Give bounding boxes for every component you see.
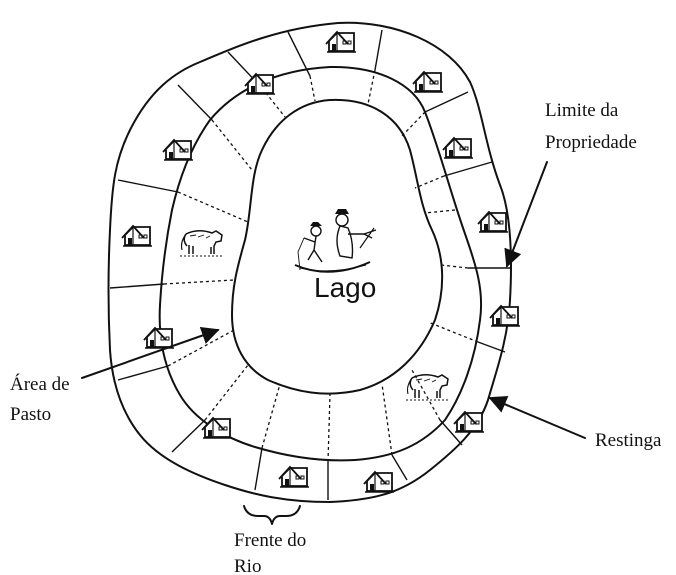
- river-front-brace: [243, 505, 301, 525]
- inner-ring: [158, 65, 483, 462]
- house-icon: [453, 411, 485, 433]
- house-icon: [244, 73, 276, 95]
- pasture-divisions: [163, 69, 479, 463]
- house-icon: [442, 137, 474, 159]
- outer-boundary: [107, 21, 512, 503]
- pasture-area-label: Área de Pasto: [10, 373, 74, 425]
- house-icon: [278, 466, 310, 488]
- property-limit-arrow: [504, 161, 548, 268]
- property-limit-label: Limite da Propriedade: [545, 100, 637, 153]
- river-front-label: Frente do Rio: [234, 530, 311, 575]
- pasture-area-arrow: [81, 326, 220, 379]
- house-icon: [201, 417, 233, 439]
- restinga-arrow: [488, 395, 586, 439]
- house-icon: [162, 139, 194, 161]
- house-icon: [325, 31, 357, 53]
- lake-label: Lago: [314, 272, 376, 303]
- restinga-label: Restinga: [595, 430, 662, 451]
- house-icon: [489, 305, 521, 327]
- house-icon: [412, 71, 444, 93]
- house-icon: [363, 471, 395, 493]
- house-icon: [143, 327, 175, 349]
- house-icon: [121, 225, 153, 247]
- house-icon: [477, 211, 509, 233]
- fishermen-boat-icon: [294, 209, 377, 273]
- cattle-icon: [405, 373, 451, 401]
- lake-shore: [231, 98, 444, 395]
- property-divisions: [109, 29, 510, 500]
- cattle-icon: [179, 229, 225, 257]
